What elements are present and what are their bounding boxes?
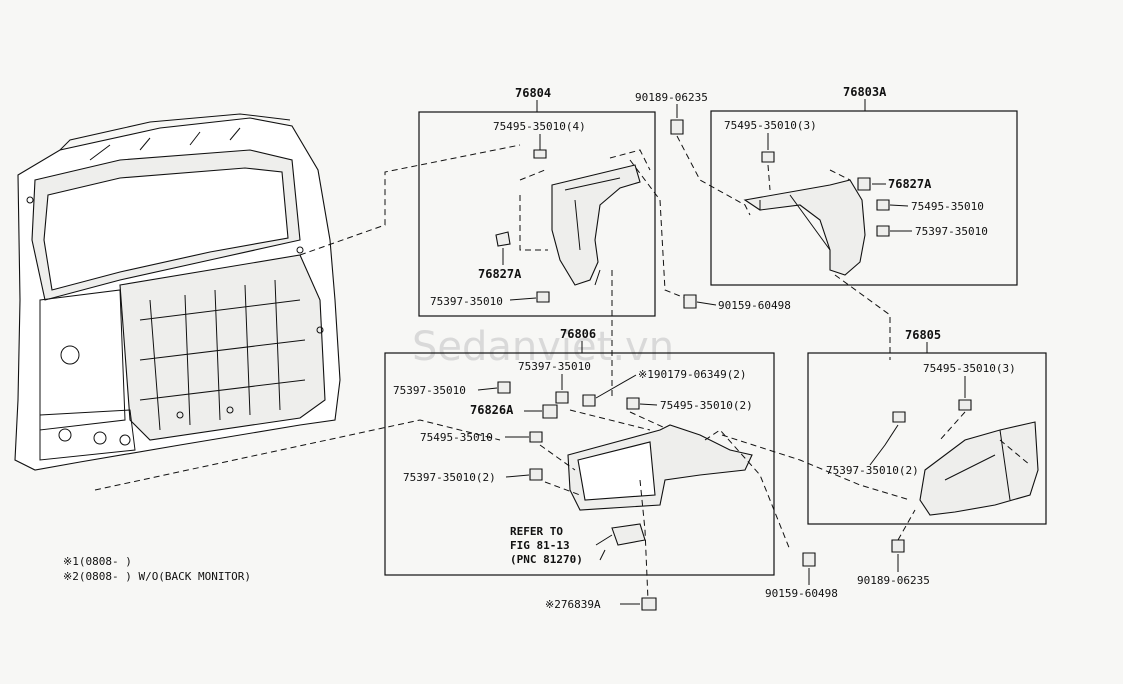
group-76805-label: 76805 — [905, 328, 941, 342]
leader-door-76804 — [299, 144, 521, 256]
label-75495-3-top: 75495-35010(3) — [724, 119, 817, 132]
label-76839A: ※276839A — [545, 598, 601, 611]
label-75495-3-805: 75495-35010(3) — [923, 362, 1016, 375]
cover-76805 — [919, 421, 1039, 516]
refer-line2: FIG 81-13 — [510, 539, 570, 552]
group-76803A-label: 76803A — [843, 85, 887, 99]
note-1: ※1(0808- ) — [63, 555, 132, 568]
label-75397-left: 75397-35010 — [430, 295, 503, 308]
cover-76804 — [551, 164, 641, 286]
leader-door-76806 — [94, 419, 501, 491]
label-75397-806a: 75397-35010 — [518, 360, 591, 373]
label-90179: ※190179-06349(2) — [638, 368, 747, 381]
group-76806-label: 76806 — [560, 327, 596, 341]
bolt-part — [670, 119, 684, 135]
label-90159-mid: 90159-60498 — [718, 299, 791, 312]
refer-line3: (PNC 81270) — [510, 553, 583, 566]
group-76804-box — [418, 111, 656, 317]
refer-line1: REFER TO — [510, 525, 563, 538]
lamp-part — [611, 523, 646, 546]
label-76826A: 76826A — [470, 403, 514, 417]
label-75495-4: 75495-35010(4) — [493, 120, 586, 133]
label-90189-bot: 90189-06235 — [857, 574, 930, 587]
note-2: ※2(0808- ) W/O(BACK MONITOR) — [63, 570, 251, 583]
label-75397-right: 75397-35010 — [915, 225, 988, 238]
leader-76839A — [639, 479, 649, 601]
cover-76803A — [743, 179, 866, 276]
label-75397-806b: 75397-35010 — [393, 384, 466, 397]
group-76803A-box — [710, 110, 1018, 286]
label-76827A-left: 76827A — [478, 267, 522, 281]
group-76804-label: 76804 — [515, 86, 551, 100]
label-75495-right: 75495-35010 — [911, 200, 984, 213]
label-75397-2-805: 75397-35010(2) — [826, 464, 919, 477]
leader-76805-76806 — [721, 434, 911, 501]
watermark-text: Sedanviet.vn — [412, 324, 674, 370]
group-76806-box — [384, 352, 775, 576]
label-75495-806: 75495-35010(2) — [660, 399, 753, 412]
back-door-illustration — [14, 113, 341, 471]
label-90189-top: 90189-06235 — [635, 91, 708, 104]
label-76827A-right: 76827A — [888, 177, 932, 191]
clip-part — [533, 149, 547, 159]
label-90159-bot: 90159-60498 — [765, 587, 838, 600]
label-75397-806c: 75397-35010(2) — [403, 471, 496, 484]
label-75495-806b: 75495-35010 — [420, 431, 493, 444]
